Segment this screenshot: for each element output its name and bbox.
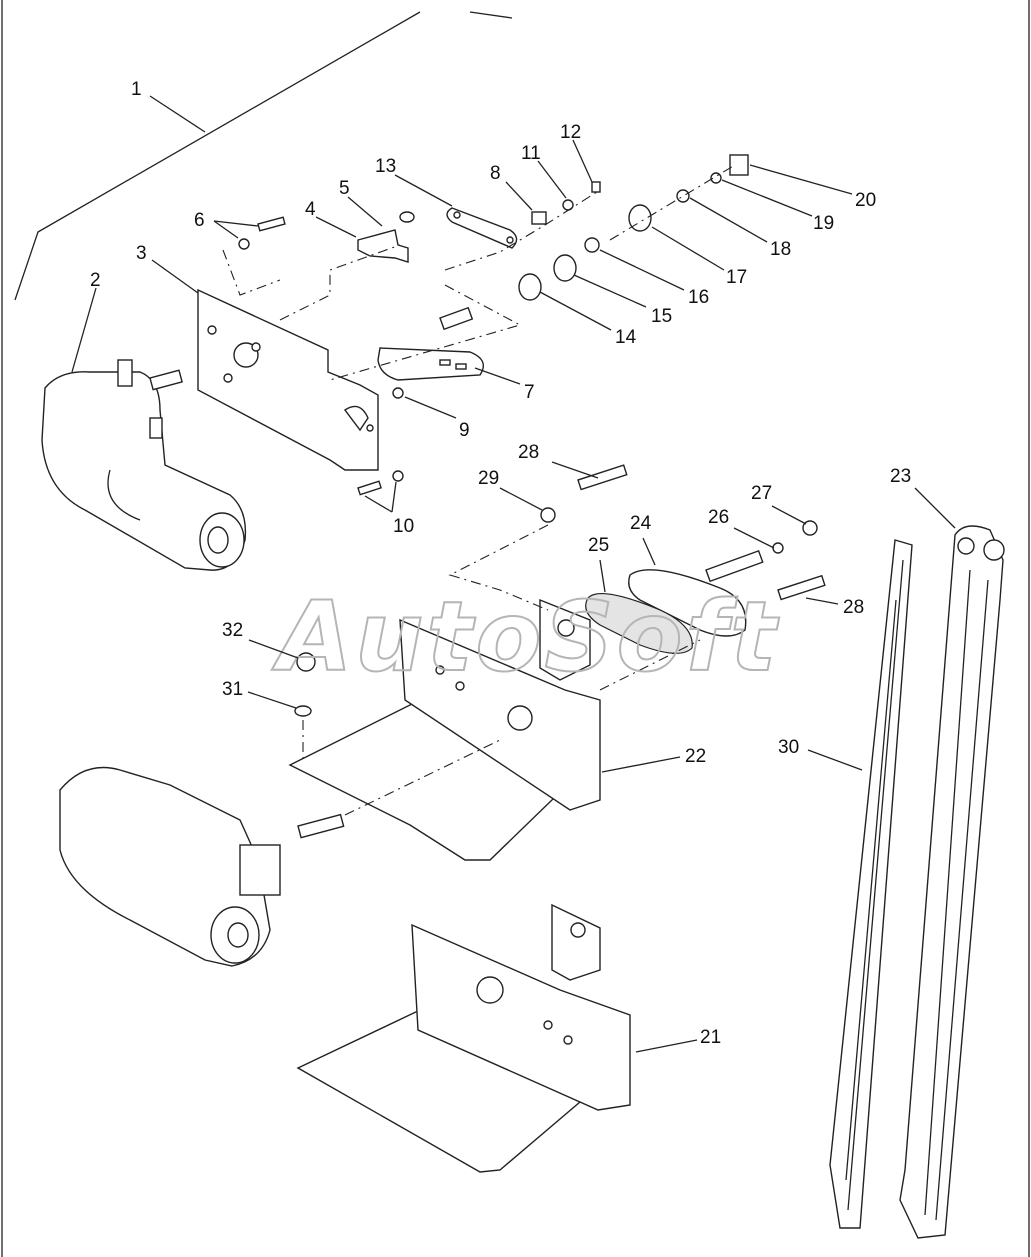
callout-26: 26 [708, 507, 729, 528]
part-26-washer [772, 542, 784, 554]
watermark-text: AutoSoft [271, 581, 779, 693]
callout-32: 32 [222, 620, 243, 641]
part-24-pivot-housing [628, 549, 764, 637]
part-1-cab-panel [14, 11, 513, 301]
callout-31: 31 [222, 679, 243, 700]
part-2-wiper-motor-upper [41, 359, 247, 571]
part-4-clip [357, 229, 409, 263]
callout-11: 11 [521, 143, 541, 164]
callout-17: 17 [726, 267, 747, 288]
callout-13: 13 [375, 156, 396, 177]
callout-3: 3 [136, 243, 147, 264]
part-21-mounting-plate [296, 903, 631, 1173]
part-6-screw-washer [238, 216, 286, 250]
callout-5: 5 [339, 178, 350, 199]
part-23-wiper-arm [899, 525, 1005, 1239]
part-16-nut [584, 237, 600, 253]
callout-21: 21 [700, 1027, 721, 1048]
part-12-clip [591, 181, 601, 193]
callout-29: 29 [478, 468, 499, 489]
callout-28-upper: 28 [518, 442, 539, 463]
callout-25: 25 [588, 535, 609, 556]
part-18-spring [676, 189, 690, 203]
part-27-nut [802, 520, 818, 536]
part-30-wiper-blade [829, 539, 913, 1229]
callout-18: 18 [770, 239, 791, 260]
callout-9: 9 [459, 420, 470, 441]
part-29-washer [540, 507, 556, 523]
part-9-nut [392, 387, 404, 399]
part-31-washer [294, 705, 312, 717]
callout-7: 7 [524, 382, 535, 403]
part-10-screw-washer [357, 470, 404, 496]
callout-10: 10 [393, 516, 414, 537]
lower-wiper-motor [59, 766, 345, 967]
callout-19: 19 [813, 213, 834, 234]
callout-28-lower: 28 [843, 597, 864, 618]
part-20-cap-nut [729, 154, 749, 176]
part-25-gasket [585, 592, 693, 654]
callout-2: 2 [90, 270, 101, 291]
callout-20: 20 [855, 190, 876, 211]
callout-14: 14 [615, 327, 637, 348]
part-22-mounting-plate [288, 598, 601, 861]
part-3-motor-bracket [197, 288, 379, 471]
callout-22: 22 [685, 746, 706, 767]
callout-23: 23 [890, 466, 911, 487]
callout-15: 15 [651, 306, 672, 327]
part-13-link-arm [446, 207, 518, 249]
part-7-crank-arm [377, 306, 484, 381]
part-5-nut [399, 211, 415, 223]
callout-27: 27 [751, 483, 772, 504]
callout-16: 16 [688, 287, 709, 308]
part-14-ring [518, 273, 542, 301]
callout-1: 1 [131, 79, 142, 100]
callout-8: 8 [490, 163, 501, 184]
part-28-bolt-lower [777, 574, 826, 601]
part-17-cap [628, 204, 652, 232]
callout-6: 6 [194, 210, 205, 231]
callout-24: 24 [630, 513, 652, 534]
part-28-bolt-upper [577, 464, 628, 491]
part-15-ring [553, 254, 577, 282]
callout-labels: 1 2 3 4 5 6 7 8 9 10 11 12 13 14 15 16 1… [90, 79, 911, 1048]
part-32-nut [296, 652, 316, 672]
callout-12: 12 [560, 122, 581, 143]
leader-lines [71, 95, 956, 1053]
callout-4: 4 [305, 199, 316, 220]
callout-30: 30 [778, 737, 799, 758]
part-8-bushing [531, 211, 547, 225]
